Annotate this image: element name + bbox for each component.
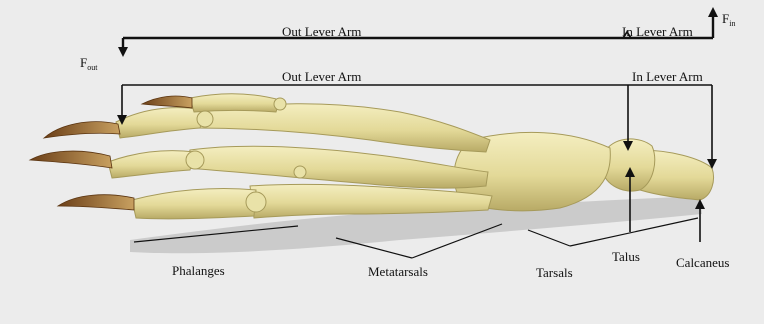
claw-top xyxy=(44,122,120,138)
f-out-label: Fout xyxy=(80,56,97,72)
claw-bottom xyxy=(58,195,134,210)
phalanx-middle xyxy=(108,151,195,178)
claw-upper-small xyxy=(142,96,192,108)
in-lever-arm-top-label: In Lever Arm xyxy=(622,25,693,38)
metatarsals-label: Metatarsals xyxy=(368,265,428,278)
f-in-label: Fin xyxy=(722,12,735,28)
out-lever-arm-top-label: Out Lever Arm xyxy=(282,25,361,38)
phalanx-upper-small xyxy=(190,94,280,112)
metatarsal-middle xyxy=(186,146,488,188)
phalanx-top xyxy=(116,108,205,138)
metatarsal-top xyxy=(196,104,490,152)
calcaneus-label: Calcaneus xyxy=(676,256,729,269)
claw-middle xyxy=(30,151,112,168)
phalanges-label: Phalanges xyxy=(172,264,225,277)
phalanx-bottom xyxy=(132,188,256,218)
out-lever-arm-mid-label: Out Lever Arm xyxy=(282,70,361,83)
tarsals-label: Tarsals xyxy=(536,266,573,279)
in-lever-arm-mid-label: In Lever Arm xyxy=(632,70,703,83)
talus-label: Talus xyxy=(612,250,640,263)
